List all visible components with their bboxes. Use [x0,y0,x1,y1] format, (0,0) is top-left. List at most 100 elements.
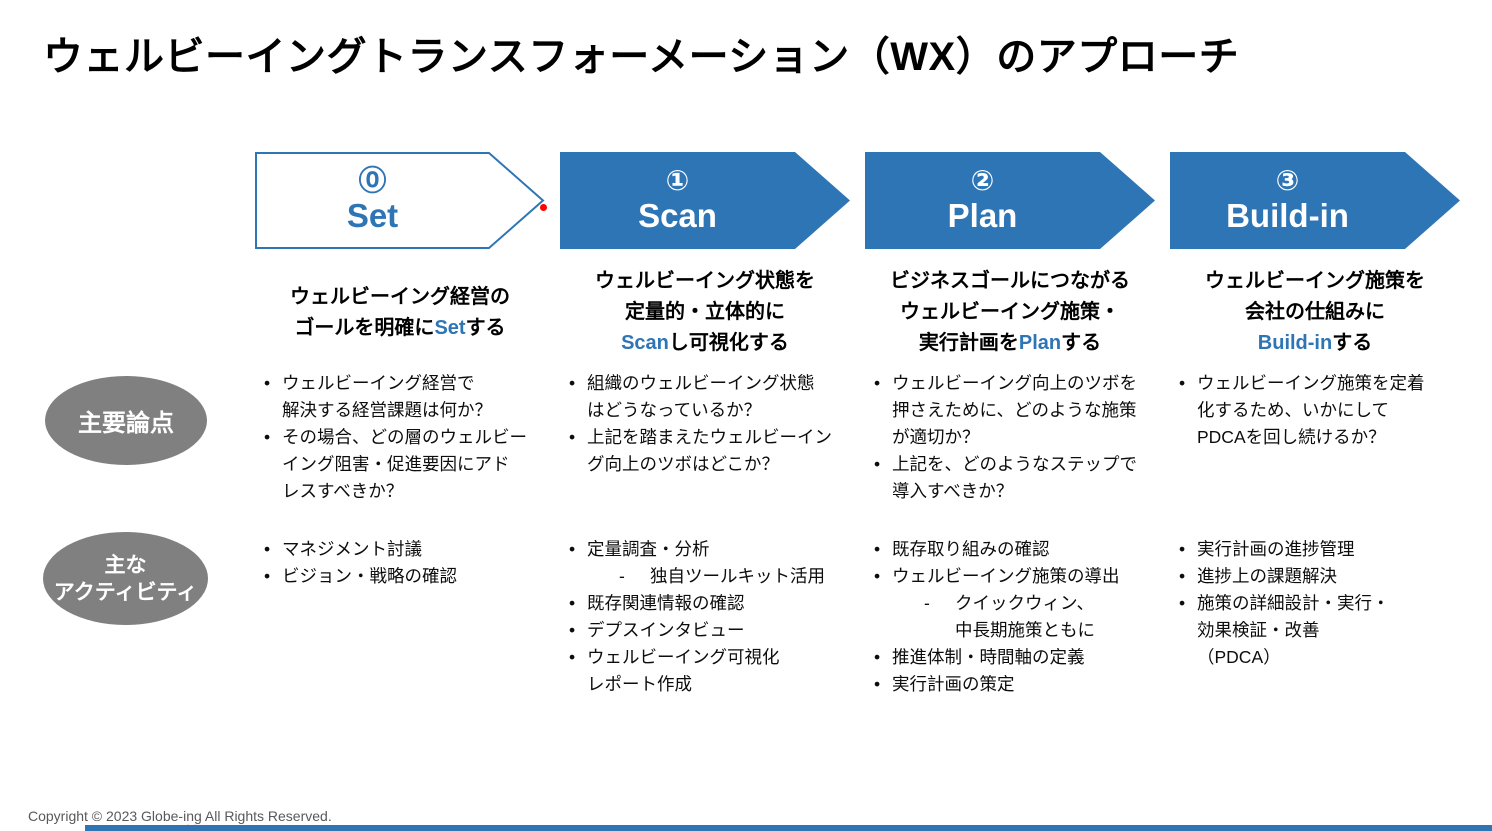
subtitle-keyword: Scan [621,332,669,354]
step-subtitle-plan: ビジネスゴールにつながるウェルビーイング施策・実行計画をPlanする [865,262,1155,363]
step-name: Build-in [1226,197,1349,235]
copyright-text: Copyright © 2023 Globe-ing All Rights Re… [28,808,332,824]
bullet-marker: • [569,539,576,559]
list-item: • 施策の詳細設計・実行・ 効果検証・改善 （PDCA） [1170,590,1460,671]
subtitle-line: Build-inする [1170,328,1460,359]
issues-list-plan: •ウェルビーイング向上のツボを 押さえために、どのような施策 が適切か？•上記を… [865,370,1155,536]
red-dot-marker [540,204,547,211]
list-item-text: 独自ツールキット活用 [650,566,825,586]
issues-list-scan: •組織のウェルビーイング状態 はどうなっているか？•上記を踏まえたウェルビーイン… [560,370,850,536]
bullet-marker: • [1179,593,1186,613]
list-item-text: 進捗上の課題解決 [1197,566,1337,586]
subtitle-text: 定量的・立体的に [625,301,785,323]
activities-list-scan: •定量調査・分析-独自ツールキット活用•既存関連情報の確認•デプスインタビュー•… [560,536,850,698]
list-item-text: 推進体制・時間軸の定義 [892,647,1085,667]
row-label-activities: 主な アクティビティ [43,532,208,625]
list-item: • マネジメント討議 [255,536,545,563]
subtitle-keyword: Build-in [1257,332,1333,354]
list-item-text: クイックウィン、 中長期施策ともに [955,593,1095,640]
subtitle-text: し可視化する [668,332,789,354]
list-item-text: ビジョン・戦略の確認 [282,566,457,586]
list-item: •ウェルビーイング向上のツボを 押さえために、どのような施策 が適切か？ [865,370,1155,451]
subtitle-line: 実行計画をPlanする [865,328,1155,359]
list-item-text: 施策の詳細設計・実行・ 効果検証・改善 （PDCA） [1197,593,1390,667]
bullet-marker: • [874,539,881,559]
subtitle-line: ウェルビーイング状態を [560,266,850,297]
chevron-arrow-shape-icon [1170,152,1460,249]
bullet-marker: • [569,647,576,667]
bullet-marker: • [569,373,576,393]
bullet-marker: • [569,427,576,447]
subtitle-line: 会社の仕組みに [1170,297,1460,328]
list-item: •上記を踏まえたウェルビーイン グ向上のツボはどこか？ [560,424,850,478]
step-subtitle-scan: ウェルビーイング状態を定量的・立体的に Scanし可視化する [560,262,850,363]
step-name: Plan [947,197,1018,235]
bullet-marker: • [264,566,271,586]
subtitle-text: する [1061,332,1102,354]
subtitle-keyword: Set [434,316,466,339]
list-item: - 独自ツールキット活用 [560,563,850,590]
list-item: • 定量調査・分析 [560,536,850,563]
copyright-suffix: All Rights Reserved. [201,808,332,824]
bullet-marker: - [619,566,625,586]
subtitle-text: 実行計画を [918,332,1019,354]
issues-list-build-in: •ウェルビーイング施策を定着 化するため、いかにして PDCAを回し続けるか？ [1170,370,1460,536]
subtitle-text: する [1332,332,1373,354]
list-item: •実行計画の策定 [865,671,1155,698]
subtitle-line: ウェルビーイング施策・ [865,297,1155,328]
bullet-marker: • [264,373,271,393]
list-item: •デプスインタビュー [560,617,850,644]
list-item-text: ウェルビーイング経営で 解決する経営課題は何か？ [282,373,492,420]
list-item: •その場合、どの層のウェルビー イング阻害・促進要因にアド レスすべきか？ [255,424,545,505]
list-item: - クイックウィン、 中長期施策ともに [865,590,1155,644]
step-number: ③ [1275,165,1300,197]
chevron-arrow-shape-icon [560,152,850,249]
list-item-text: 上記を、どのようなステップで 導入すべきか？ [892,454,1137,501]
step-name: Set [346,197,399,235]
list-item-text: 実行計画の策定 [892,674,1015,694]
step-number: ① [665,165,690,197]
bullet-marker: - [924,593,930,613]
row-label-issues: 主要論点 [45,376,207,465]
list-item: • ビジョン・戦略の確認 [255,563,545,590]
bullet-marker: • [874,566,881,586]
list-item: •ウェルビーイング施策を定着 化するため、いかにして PDCAを回し続けるか？ [1170,370,1460,451]
list-item: •既存関連情報の確認 [560,590,850,617]
page-title: ウェルビーイングトランスフォーメーション（WX）のアプローチ [43,35,1240,79]
list-item: •上記を、どのようなステップで 導入すべきか？ [865,451,1155,505]
list-item-text: 定量調査・分析 [587,539,710,559]
list-item: •進捗上の課題解決 [1170,563,1460,590]
list-item: •実行計画の進捗管理 [1170,536,1460,563]
list-item: •既存取り組みの確認 [865,536,1155,563]
subtitle-keyword: Plan [1018,332,1062,354]
bullet-marker: • [264,539,271,559]
activities-list-build-in: •実行計画の進捗管理•進捗上の課題解決 • 施策の詳細設計・実行・ 効果検証・改善 … [1170,536,1460,671]
subtitle-text: する [465,316,506,339]
bullet-marker: • [1179,373,1186,393]
list-item: •ウェルビーイング可視化 レポート作成 [560,644,850,698]
subtitle-line: 定量的・立体的に [560,297,850,328]
list-item-text: ウェルビーイング施策の導出 [892,566,1120,586]
bullet-marker: • [569,620,576,640]
list-item-text: マネジメント討議 [282,539,422,559]
chevron-arrow-shape-icon [865,152,1155,249]
footer-accent-bar [85,825,1492,831]
copyright-spellcheck-word: ing [183,808,202,824]
chevron-arrow-shape-icon [255,152,545,249]
subtitle-text: ビジネスゴールにつながる [890,270,1130,292]
step-number: ⓪ [358,165,387,197]
issues-list-set: • ウェルビーイング経営で 解決する経営課題は何か？•その場合、どの層のウェルビー… [255,370,545,536]
list-item-text: その場合、どの層のウェルビー イング阻害・促進要因にアド レスすべきか？ [282,427,527,501]
activities-list-plan: •既存取り組みの確認•ウェルビーイング施策の導出-クイックウィン、 中長期施策と… [865,536,1155,698]
subtitle-line: Scanし可視化する [560,328,850,359]
step-subtitle-set: ウェルビーイング経営のゴールを明確にSetする [255,262,545,363]
